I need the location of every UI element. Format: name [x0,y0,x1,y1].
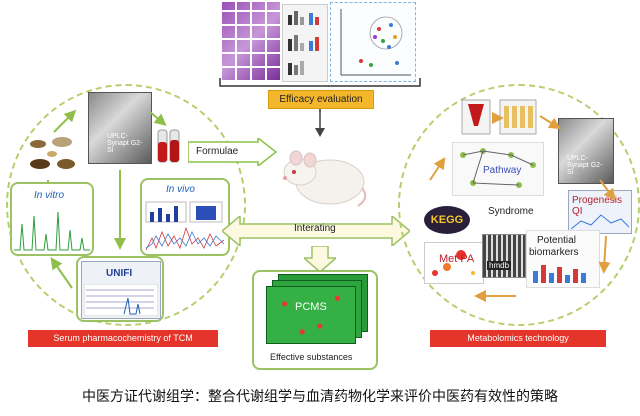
pathway-panel: Pathway [452,142,544,196]
rat-image [283,150,367,207]
effective-substances-panel: PCMS Effective substances [252,270,378,370]
biomarkers-panel: Potential biomarkers [526,230,600,288]
in-vitro-label: In vitro [34,190,65,201]
left-dashed-circle [6,84,246,326]
unifi-label: UNIFI [106,268,133,279]
formulae-arrow [188,138,278,166]
blood-tubes-left [157,129,180,163]
interating-label: Interating [294,223,336,234]
pathway-label: Pathway [483,165,522,176]
unifi-panel: UNIFI [76,256,164,322]
interating-arrow [222,216,410,246]
tube-rack-right [461,99,537,135]
in-vitro-chromatogram [14,211,90,251]
ms-instrument-right: UPLC-Synapt G2-Si [558,118,614,184]
metpa-label: Met PA [439,253,475,265]
kegg-text: KEGG [430,214,464,226]
in-vitro-panel: In vitro [10,182,94,256]
kegg-logo: KEGG [424,206,470,234]
right-dashed-circle [398,84,640,326]
efficacy-label: Efficacy evaluation [268,90,374,109]
figure-caption: 中医方证代谢组学：整合代谢组学与血清药物化学来评价中医药有效性的策略 [82,389,558,405]
metpa-panel: Met PA [424,242,484,284]
hmdb-label: hmdb [487,261,512,270]
bar-charts-panel [282,4,328,82]
ms-instrument-label-right: UPLC-Synapt G2-Si [567,155,603,176]
potential-label: Potential [537,235,576,246]
right-section-label: Metabolomics technology [430,330,606,347]
histology-grid [222,2,280,80]
scatter-plot-panel [330,2,416,82]
progenesis-panel: Progenesis QI [568,190,632,234]
ms-instrument-left: UPLC-Synapt G2-Si [88,92,152,164]
efficacy-images [222,2,416,82]
left-section-label: Serum pharmacochemistry of TCM [28,330,218,347]
pcms-sheet: PCMS [266,286,356,344]
unifi-screenshot: UNIFI [81,261,161,319]
ms-instrument-label-left: UPLC-Synapt G2-Si [107,133,143,154]
progenesis-label: Progenesis QI [572,195,623,217]
hmdb-panel: hmdb [482,234,526,278]
herbs-image [28,134,80,178]
pcms-label: PCMS [295,301,327,313]
down-arrow-to-rat [315,110,325,137]
formulae-label: Formulae [196,146,239,157]
biomarkers-label: biomarkers [529,247,579,258]
syndrome-label: Syndrome [488,206,534,217]
in-vivo-panel: In vivo [140,178,230,256]
effective-substances-label: Effective substances [270,352,353,362]
in-vivo-label: In vivo [166,184,195,195]
down-arrow-to-pcms [304,246,336,272]
in-vivo-charts [145,201,225,251]
